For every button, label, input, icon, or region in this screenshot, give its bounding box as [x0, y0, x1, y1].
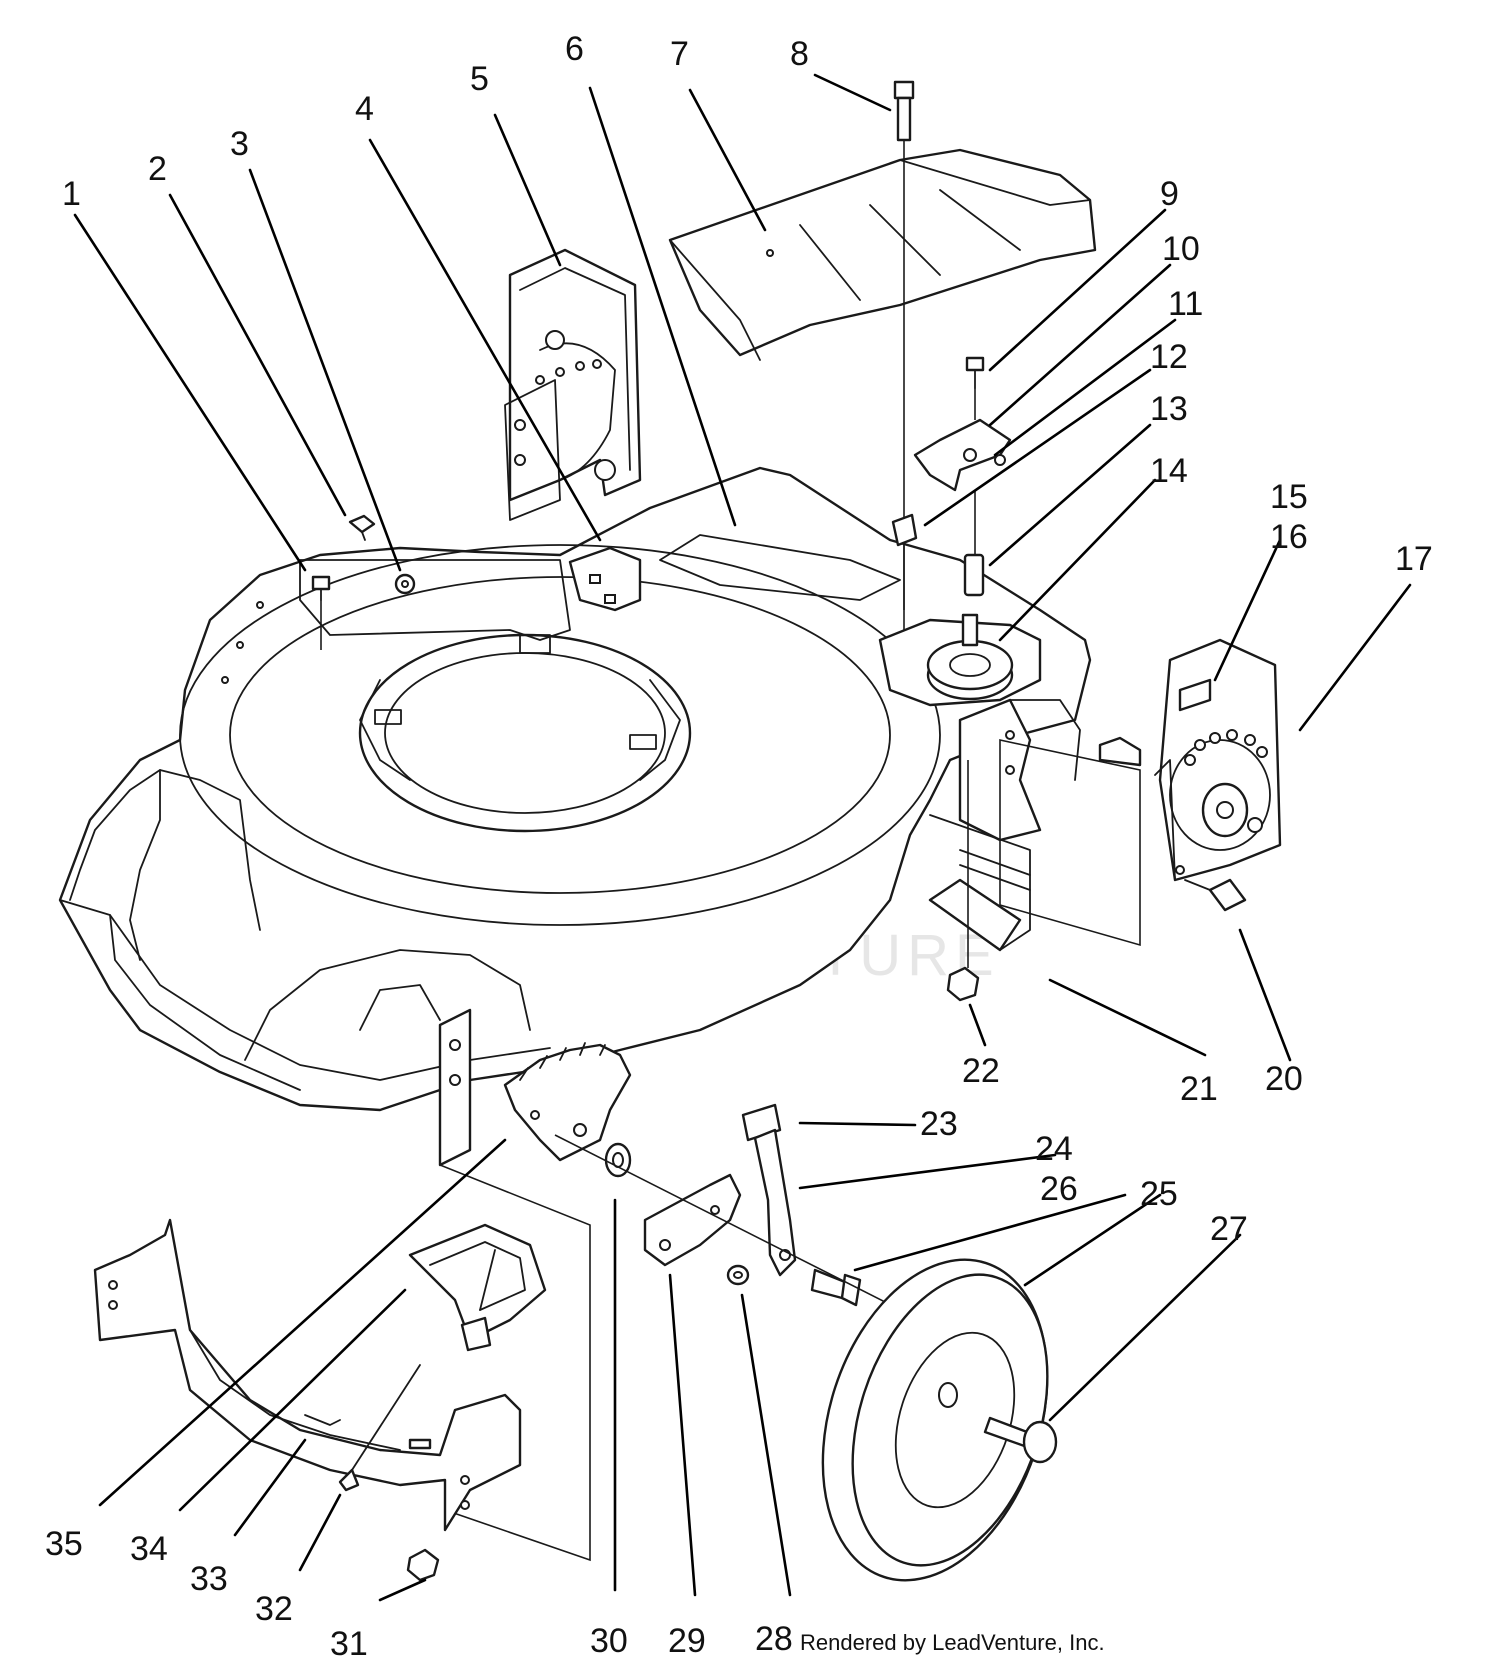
- callout-21: 21: [1180, 1070, 1218, 1108]
- part-26-bolt: [810, 1268, 862, 1307]
- callout-11: 11: [1168, 285, 1203, 323]
- callout-16: 16: [1270, 518, 1308, 556]
- callout-13: 13: [1150, 390, 1188, 428]
- callout-35: 35: [45, 1525, 83, 1563]
- part-34-cup-bracket: [408, 1223, 547, 1352]
- callout-5: 5: [470, 60, 489, 98]
- part-25-wheel: [821, 1258, 1049, 1582]
- part-22-nut: [946, 760, 980, 1002]
- callout-10: 10: [1162, 230, 1200, 268]
- part-2-bolt: [348, 514, 376, 541]
- part-23-24-bracket: [741, 1103, 797, 1277]
- callout-9: 9: [1160, 175, 1179, 213]
- callout-26: 26: [1040, 1170, 1078, 1208]
- callout-29: 29: [668, 1622, 706, 1660]
- callout-15: 15: [1270, 478, 1308, 516]
- callout-7: 7: [670, 35, 689, 73]
- leader-lines: [73, 73, 1412, 1602]
- part-5-height-adjuster: [504, 248, 642, 521]
- callout-28: 28: [755, 1620, 793, 1658]
- callout-27: 27: [1210, 1210, 1248, 1248]
- callout-25: 25: [1140, 1175, 1178, 1213]
- parts-9-13-bracket-assembly: [891, 356, 1012, 630]
- callout-8: 8: [790, 35, 809, 73]
- callout-33: 33: [190, 1560, 228, 1598]
- part-27-wheel-bolt: [983, 1416, 1058, 1464]
- part-28-washer: [726, 1264, 750, 1286]
- part-35-gear-plate: [503, 1042, 632, 1162]
- callout-14: 14: [1150, 452, 1188, 490]
- callout-32: 32: [255, 1590, 293, 1628]
- callout-22: 22: [962, 1052, 1000, 1090]
- callout-6: 6: [565, 30, 584, 68]
- callout-30: 30: [590, 1622, 628, 1660]
- credit-text: Rendered by LeadVenture, Inc.: [800, 1630, 1105, 1655]
- callout-1: 1: [62, 175, 81, 213]
- callout-17: 17: [1395, 540, 1433, 578]
- callout-2: 2: [148, 150, 167, 188]
- callout-12: 12: [1150, 338, 1188, 376]
- part-31-nut: [406, 1548, 440, 1582]
- callouts: 1 2 3 4 5 6 7 8 9 10 11 12 13 14 15 16 1…: [45, 30, 1433, 1663]
- callout-20: 20: [1265, 1060, 1303, 1098]
- part-15-17-right-adjuster: [1098, 638, 1282, 882]
- part-29-plate: [643, 1173, 742, 1267]
- part-7-top-cover: [668, 148, 1097, 361]
- part-32-screw: [338, 1364, 421, 1492]
- part-20-bolt: [1184, 878, 1247, 912]
- part-33-skirt: [93, 1218, 522, 1532]
- callout-31: 31: [330, 1625, 368, 1663]
- part-14-pulley: [926, 613, 1014, 701]
- callout-3: 3: [230, 125, 249, 163]
- callout-34: 34: [130, 1530, 168, 1568]
- callout-24: 24: [1035, 1130, 1073, 1168]
- callout-4: 4: [355, 90, 374, 128]
- callout-23: 23: [920, 1105, 958, 1143]
- part-3-nut: [394, 573, 416, 595]
- mower-deck: [58, 466, 1141, 1562]
- part-1-bolt: [311, 575, 331, 650]
